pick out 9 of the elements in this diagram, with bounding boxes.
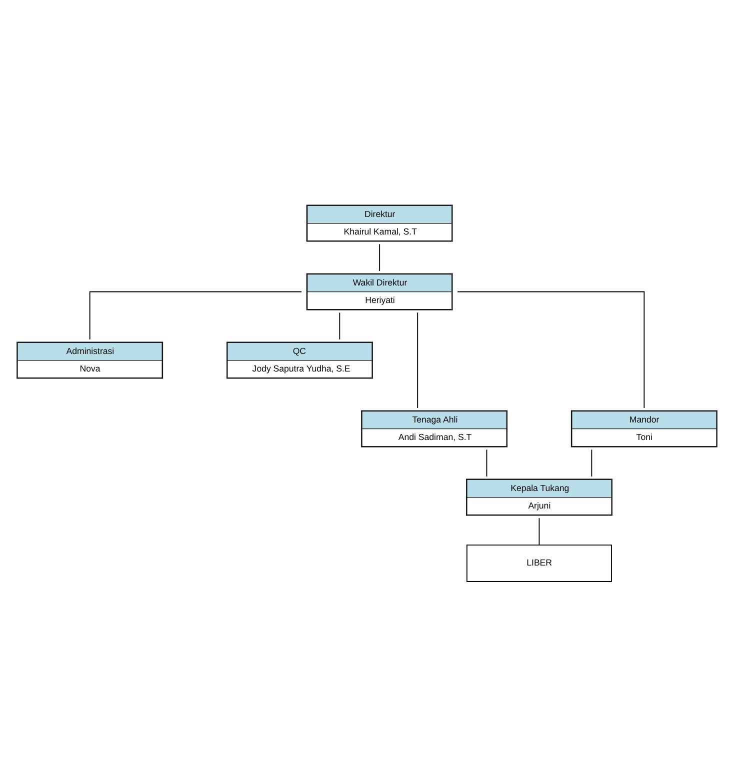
connector	[378, 244, 380, 272]
connector	[456, 291, 644, 408]
connector	[416, 312, 418, 408]
connector	[486, 449, 487, 477]
connector	[590, 449, 592, 477]
node-box: LIBER	[466, 544, 612, 582]
connector	[338, 312, 340, 340]
connector	[538, 518, 540, 546]
connector	[88, 291, 302, 340]
